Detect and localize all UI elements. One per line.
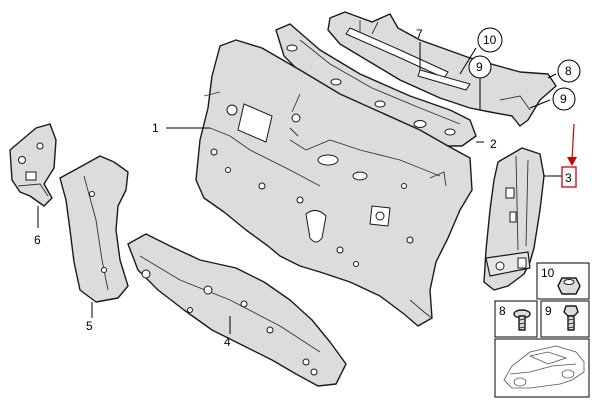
part-4-lower-member: [127, 233, 347, 387]
screw-box-label: 9: [545, 304, 552, 318]
part-3-pillar-bracket: [483, 147, 545, 291]
callout-7-label: 7: [416, 27, 423, 41]
screw-icon: [563, 305, 579, 331]
callout-3-highlight-box: [561, 166, 577, 188]
callout-6-label: 6: [34, 233, 41, 247]
callout-9-upper: 9: [468, 55, 492, 79]
car-outline-icon: [503, 345, 585, 389]
callout-3-label: 3: [565, 171, 572, 185]
callout-9-upper-label: 9: [476, 60, 483, 74]
hardware-key: 10 8 9: [494, 262, 590, 398]
highlight-arrow: [571, 123, 575, 161]
callout-4-label: 4: [224, 335, 231, 349]
bolt-box-label: 8: [499, 304, 506, 318]
callout-10-label: 10: [483, 33, 497, 47]
part-2-cowl-panel: [275, 23, 477, 147]
leader-lines: [37, 42, 562, 334]
bolt-icon: [513, 309, 531, 331]
callout-8-label: 8: [565, 64, 572, 78]
nut-box-label: 10: [541, 266, 555, 280]
callout-5: 5: [86, 319, 93, 333]
callout-6: 6: [34, 233, 41, 247]
callout-1-label: 1: [152, 121, 159, 135]
callout-5-label: 5: [86, 319, 93, 333]
callout-10: 10: [477, 27, 503, 53]
vehicle-thumbnail-box: [494, 338, 590, 398]
part-5-side-rail: [59, 155, 129, 303]
part-1-bulkhead: [195, 39, 473, 327]
callout-9-right-label: 9: [560, 92, 567, 106]
part-6-left-bracket: [9, 123, 57, 207]
callout-3: 3: [561, 123, 577, 188]
highlight-arrow-head: [567, 157, 577, 166]
callout-8: 8: [557, 59, 581, 83]
bolt-box: [494, 300, 538, 338]
callout-2: 2: [490, 137, 497, 151]
part-7-upper-bracket: [327, 11, 557, 127]
callout-2-label: 2: [490, 137, 497, 151]
callout-7: 7: [416, 27, 423, 41]
callout-9-right: 9: [552, 87, 576, 111]
callout-1: 1: [152, 121, 159, 135]
nut-icon: [557, 277, 581, 295]
callout-4: 4: [224, 335, 231, 349]
